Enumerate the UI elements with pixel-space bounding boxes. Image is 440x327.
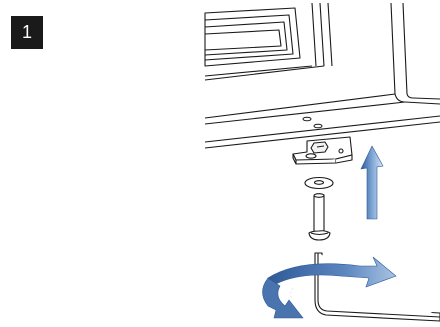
step-number-badge: 1 [11, 16, 43, 49]
hinge-bracket [292, 136, 353, 165]
up-arrow-icon [360, 145, 384, 220]
cabinet-frame [204, 2, 440, 149]
washer [304, 176, 334, 190]
rotate-arrow-icon [262, 256, 397, 319]
bolt [308, 193, 331, 241]
mounting-holes [302, 116, 323, 129]
